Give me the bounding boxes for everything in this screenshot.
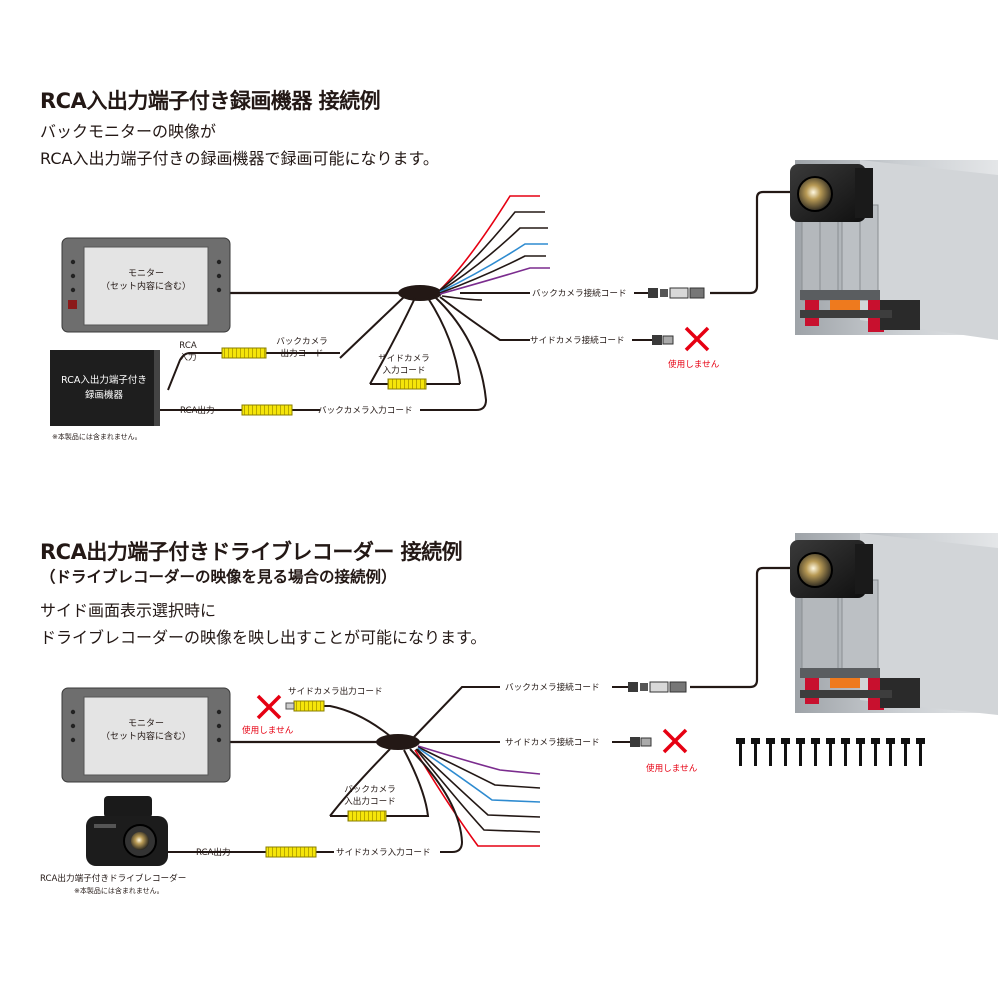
monitor-icon (61, 237, 231, 333)
not-used-label-left: 使用しません (242, 726, 294, 736)
screw-icon (736, 738, 925, 766)
section2-desc-line2: ドライブレコーダーの映像を映し出すことが可能になります。 (40, 628, 487, 647)
back-camera-connector-1 (648, 287, 705, 299)
section1-desc-line1: バックモニターの映像が (40, 122, 217, 141)
dashcam-icon (86, 796, 168, 866)
back-camera-output-cord-label: バックカメラ 出力コード (276, 337, 328, 359)
monitor-label: モニター （セット内容に含む） (100, 269, 191, 292)
dashcam-label: RCA出力端子付きドライブレコーダー (40, 874, 187, 884)
side-camera-input-cord-label-2: サイドカメラ入力コード (336, 848, 431, 858)
section2-desc-line1: サイド画面表示選択時に (40, 601, 217, 620)
section1-desc-line2: RCA入出力端子付きの録画機器で録画可能になります。 (40, 149, 439, 168)
not-used-label-right: 使用しません (646, 764, 698, 774)
back-camera-connection-cord-label: バックカメラ接続コード (532, 289, 627, 299)
monitor-icon (61, 687, 231, 783)
recorder-icon (50, 350, 160, 426)
side-camera-output-cord-label: サイドカメラ出力コード (288, 687, 383, 697)
not-used-label: 使用しません (668, 360, 720, 370)
cross-icon (256, 694, 282, 720)
section1-title: RCA入出力端子付き録画機器 接続例 (40, 89, 381, 113)
back-camera-connection-cord-label-2: バックカメラ接続コード (505, 683, 600, 693)
section2-title: RCA出力端子付きドライブレコーダー 接続例 (40, 540, 463, 564)
junction-hub-2 (376, 734, 420, 750)
rca-input-label: RCA 入力 (179, 341, 197, 363)
section2-subtitle: （ドライブレコーダーの映像を見る場合の接続例） (40, 568, 397, 586)
side-camera-input-cord-label: サイドカメラ 入力コード (378, 354, 430, 376)
monitor-label-2: モニター （セット内容に含む） (100, 719, 191, 742)
rca-output-label-2: RCA出力 (196, 848, 231, 858)
cross-icon (662, 728, 688, 754)
section2-note: ※本製品には含まれません。 (74, 887, 164, 895)
back-camera-input-cord-label: バックカメラ入力コード (318, 406, 413, 416)
side-camera-connection-cord-label: サイドカメラ接続コード (530, 336, 625, 346)
rca-plug (221, 347, 267, 359)
junction-hub-1 (398, 285, 442, 301)
cross-icon (684, 326, 710, 352)
truck-icon (795, 160, 998, 340)
camera-icon (790, 540, 873, 598)
side-camera-connection-cord-label-2: サイドカメラ接続コード (505, 738, 600, 748)
section1-note: ※本製品には含まれません。 (52, 433, 142, 441)
back-camera-io-cord-label: バックカメラ 入出力コード (344, 785, 396, 807)
camera-icon (790, 164, 873, 222)
recorder-label: RCA入出力端子付き 録画機器 (61, 375, 147, 401)
rca-output-label: RCA出力 (180, 406, 215, 416)
